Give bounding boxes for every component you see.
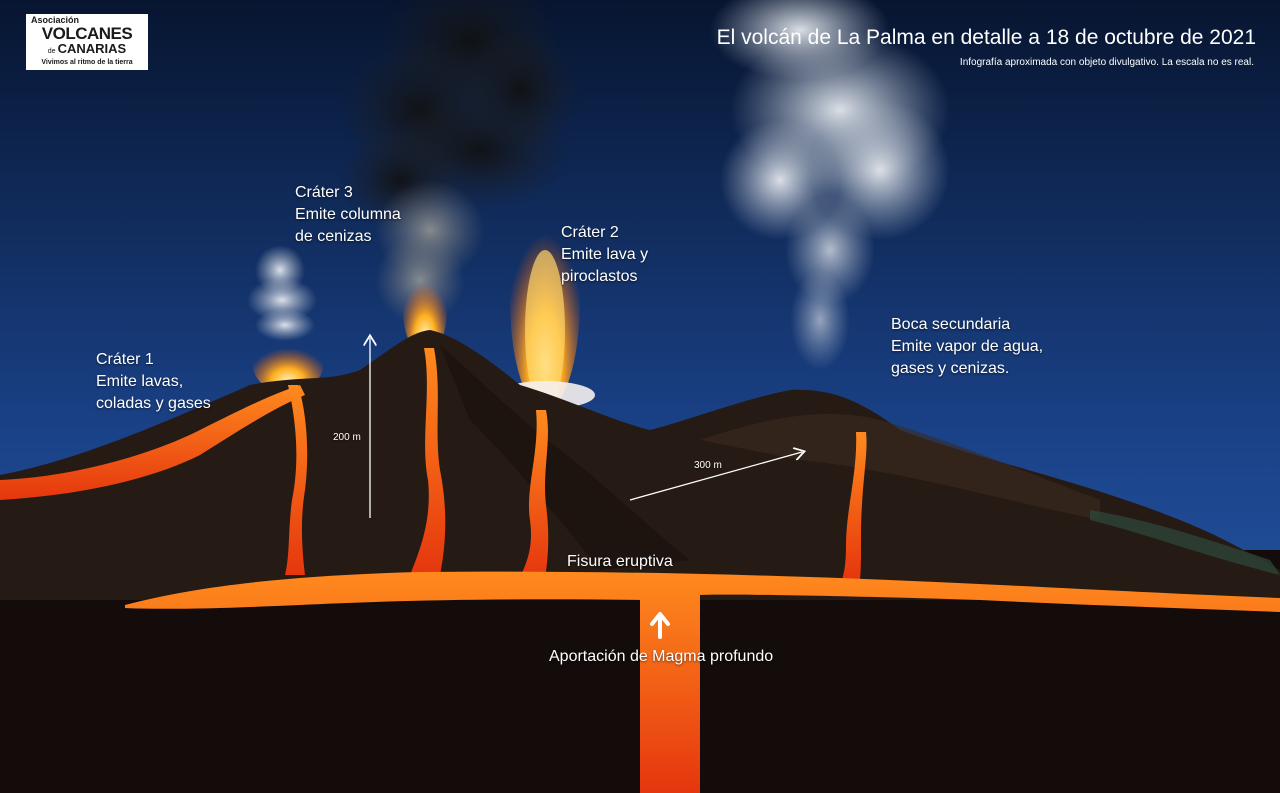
- crater1-plume: [247, 245, 317, 341]
- label-fisura: Fisura eruptiva: [567, 553, 673, 570]
- label-crater3: Cráter 3 Emite columna de cenizas: [295, 184, 401, 245]
- page-subtitle: Infografía aproximada con objeto divulga…: [959, 57, 1254, 68]
- label-crater1: Cráter 1 Emite lavas, coladas y gases: [96, 351, 211, 412]
- label-height: 200 m: [333, 432, 361, 443]
- distance-arrow: [629, 452, 802, 501]
- lava-flow-left: [0, 385, 305, 500]
- slope-shade: [440, 345, 690, 570]
- logo-tagline: Vivimos al ritmo de la tierra: [41, 59, 133, 66]
- magma-up-arrow: [650, 612, 670, 639]
- label-distance: 300 m: [694, 460, 722, 471]
- steam-column: [710, 0, 950, 370]
- logo-canarias: CANARIAS: [57, 41, 127, 56]
- logo-line1: Asociación: [31, 15, 80, 25]
- conduit-crater3: [410, 348, 446, 575]
- label-boca-secundaria: Boca secundaria Emite vapor de agua, gas…: [891, 316, 1044, 377]
- logo-line2: VOLCANES: [41, 24, 133, 43]
- eruptive-fissure: [125, 571, 1280, 793]
- ash-column: [340, 0, 580, 325]
- label-crater2: Cráter 2 Emite lava y piroclastos: [561, 224, 649, 285]
- label-magma: Aportación de Magma profundo: [549, 648, 774, 665]
- volcano-cone: [0, 330, 1280, 600]
- page-title: El volcán de La Palma en detalle a 18 de…: [716, 26, 1256, 49]
- conduit-crater2: [520, 410, 549, 578]
- conduit-crater1: [285, 385, 308, 575]
- conduit-boca: [842, 432, 867, 580]
- logo-de: de: [47, 48, 56, 55]
